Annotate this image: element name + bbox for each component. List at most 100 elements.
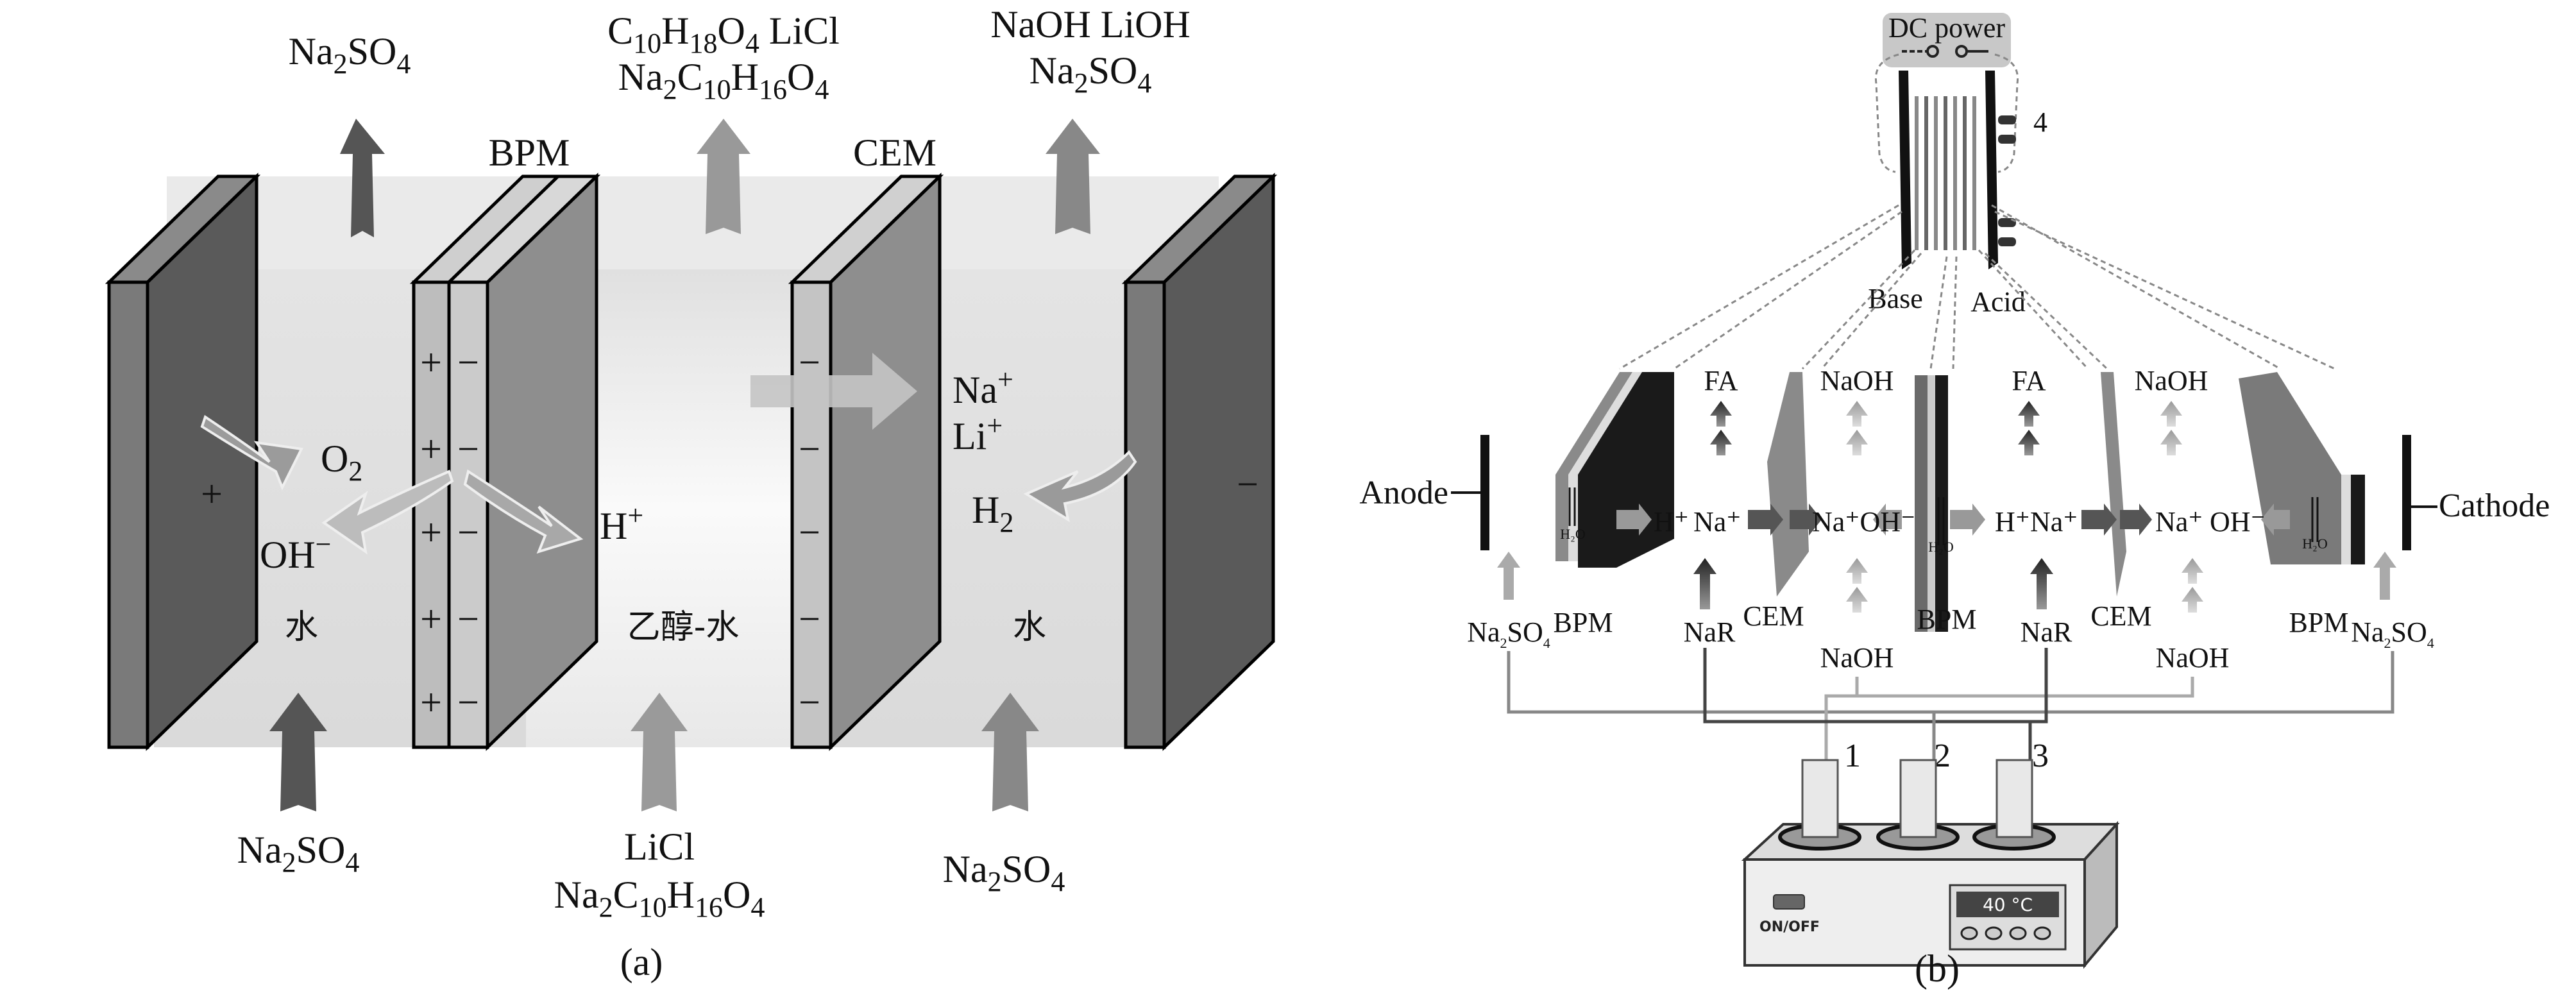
arrow-up-middle-top (697, 119, 750, 234)
stack-label-4: 4 (2033, 106, 2047, 138)
piping (1507, 648, 2394, 760)
beaker-2 (1899, 759, 1937, 838)
svg-text:+: + (420, 511, 442, 554)
output-right-line2: Na2SO4 (1030, 49, 1152, 99)
species-o2: O2 (321, 437, 362, 487)
projection-lines (1619, 204, 2335, 370)
svg-text:+: + (420, 341, 442, 384)
compartment-left-water: 水 (285, 608, 318, 647)
input-middle-line1: LiCl (624, 826, 695, 868)
feed-nar-2: NaR (2021, 616, 2072, 648)
svg-text:−: − (457, 681, 479, 724)
cathode-electrode (2402, 435, 2411, 550)
input-right-na2so4: Na2SO4 (943, 848, 1065, 897)
cem-1 (1767, 372, 1809, 597)
svg-text:+: + (420, 681, 442, 724)
input-middle-line2: Na2C10H16O4 (554, 874, 765, 923)
caption-a: (a) (620, 941, 663, 983)
bpm-2 (1915, 375, 1948, 632)
anode-plate (105, 173, 261, 751)
species-li-plus: Li+ (953, 410, 1003, 457)
wire-dashed-loop (1874, 53, 2019, 173)
feed-na2so4-left: Na2SO4 (1467, 616, 1550, 651)
arrow-bpm-to-h (463, 469, 584, 554)
ion-oh-minus: OH⁻ (2210, 506, 2266, 538)
water-split-icons (1568, 487, 2319, 545)
line-label-1: 1 (1844, 738, 1861, 774)
arrow-up-middle-bottom (631, 693, 688, 811)
ion-na-plus-3: Na⁺ (2155, 506, 2203, 538)
water-label-1: H₂O (1560, 526, 1585, 542)
panel-a: + BPM + − + − + − + − + − CEM (105, 3, 1278, 983)
dc-terminals (1902, 45, 1988, 58)
output-middle-line1: C10H18O4 LiCl (607, 10, 840, 59)
svg-text:−: − (799, 428, 820, 470)
cem-charges: − − − − − (799, 341, 820, 724)
svg-text:+: + (420, 598, 442, 640)
beaker-1 (1801, 759, 1839, 838)
base-label: Base (1868, 283, 1923, 314)
species-na-plus: Na+ (953, 364, 1013, 411)
temperature-display-bg (1956, 892, 2059, 917)
feed-naoh-2: NaOH (2156, 642, 2230, 673)
beakers (1801, 759, 2033, 838)
arrow-up-right-top (1046, 119, 1100, 234)
output-middle-line2: Na2C10H16O4 (618, 56, 829, 105)
product-fa-2: FA (2012, 365, 2046, 396)
up-arrows-products (1710, 401, 2182, 455)
feed-arrows (1497, 552, 2396, 613)
svg-text:+: + (420, 428, 442, 470)
membrane-label-bpm-1: BPM (1554, 607, 1613, 638)
species-h-plus: H+ (600, 500, 643, 547)
product-fa-1: FA (1704, 365, 1738, 396)
svg-text:−: − (457, 428, 479, 470)
anode-label: Anode (1359, 475, 1448, 511)
svg-text:−: − (799, 598, 820, 640)
anode-sign: + (201, 473, 223, 515)
temperature-display: 40 °C (1983, 894, 2033, 915)
line-label-3: 3 (2032, 738, 2049, 774)
arrow-up-left-bottom (269, 693, 327, 811)
water-label-2: H₂O (1928, 539, 1953, 555)
beaker-3 (1996, 759, 2033, 838)
ion-arrows (1616, 504, 2290, 536)
arrow-na-li-through-cem (750, 353, 917, 430)
species-h2: H2 (972, 489, 1013, 538)
product-naoh-2: NaOH (2135, 365, 2208, 396)
membrane-label-cem-1: CEM (1743, 600, 1804, 632)
input-left-na2so4: Na2SO4 (237, 829, 360, 878)
ion-h-plus-1: H⁺ (1654, 506, 1689, 538)
svg-text:−: − (799, 511, 820, 554)
cem-label: CEM (853, 131, 936, 174)
membrane-label-cem-2: CEM (2090, 600, 2151, 632)
membrane-label-bpm-2: BPM (1917, 604, 1977, 635)
feed-na2so4-right: Na2SO4 (2351, 616, 2434, 651)
caption-b: (b) (1915, 947, 1960, 990)
compartment-right-water: 水 (1013, 608, 1046, 647)
product-naoh-1: NaOH (1820, 365, 1894, 396)
cathode-label: Cathode (2439, 487, 2550, 524)
ion-na-oh: Na⁺OH⁻ (1812, 506, 1915, 538)
power-switch[interactable] (1773, 894, 1805, 910)
species-oh: OH− (260, 529, 332, 576)
arrow-water-to-o2 (200, 414, 304, 491)
svg-text:−: − (457, 598, 479, 640)
cem-membrane (788, 173, 944, 751)
output-right-line1: NaOH LiOH (990, 3, 1191, 46)
membrane-label-bpm-3: BPM (2289, 607, 2349, 638)
bpm-label: BPM (489, 131, 570, 174)
bpm-charges: + − + − + − + − + − (420, 341, 479, 724)
dc-power-label: DC power (1888, 12, 2005, 44)
arrow-up-left-top (340, 119, 385, 237)
anode-electrode (1480, 435, 1489, 550)
control-buttons[interactable] (1960, 926, 2051, 940)
svg-text:−: − (799, 681, 820, 724)
arrow-up-right-bottom (981, 693, 1039, 811)
arrow-cathode-to-h2 (1023, 450, 1137, 523)
ion-na-plus-2: Na⁺ (2030, 506, 2078, 538)
compartment-middle-ethanol-water: 乙醇-水 (627, 608, 740, 647)
dc-power-box (1883, 13, 2011, 67)
cem-2 (2101, 372, 2126, 597)
feed-naoh-1: NaOH (1820, 642, 1894, 673)
